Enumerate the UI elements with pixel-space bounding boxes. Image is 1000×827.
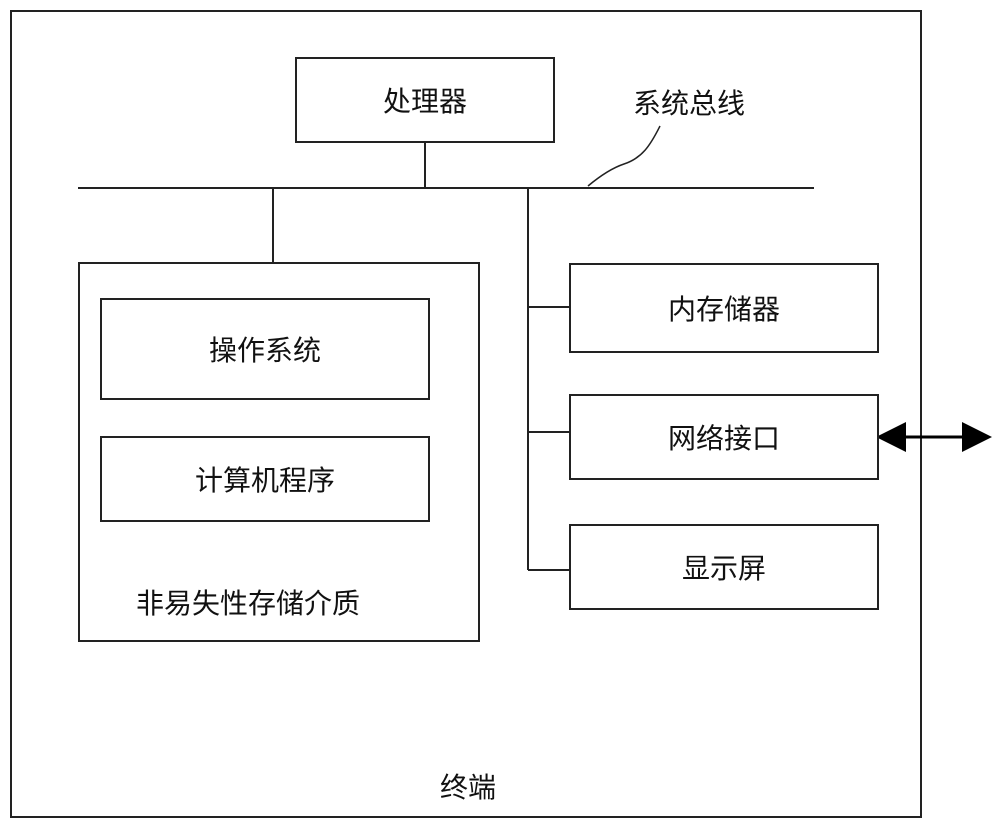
display-box: 显示屏 bbox=[569, 524, 879, 610]
program-box: 计算机程序 bbox=[100, 436, 430, 522]
terminal-label: 终端 bbox=[440, 771, 497, 804]
processor-label: 处理器 bbox=[382, 85, 467, 118]
display-label: 显示屏 bbox=[681, 552, 766, 585]
network-label: 网络接口 bbox=[667, 422, 780, 455]
bus-callout-curve bbox=[587, 125, 661, 187]
system-bus-label: 系统总线 bbox=[633, 87, 746, 120]
os-label: 操作系统 bbox=[208, 334, 321, 367]
os-box: 操作系统 bbox=[100, 298, 430, 400]
network-box: 网络接口 bbox=[569, 394, 879, 480]
memory-box: 内存储器 bbox=[569, 263, 879, 353]
memory-label: 内存储器 bbox=[667, 293, 780, 326]
processor-box: 处理器 bbox=[295, 57, 555, 143]
storage-group-label: 非易失性存储介质 bbox=[136, 587, 361, 620]
program-label: 计算机程序 bbox=[194, 464, 335, 497]
